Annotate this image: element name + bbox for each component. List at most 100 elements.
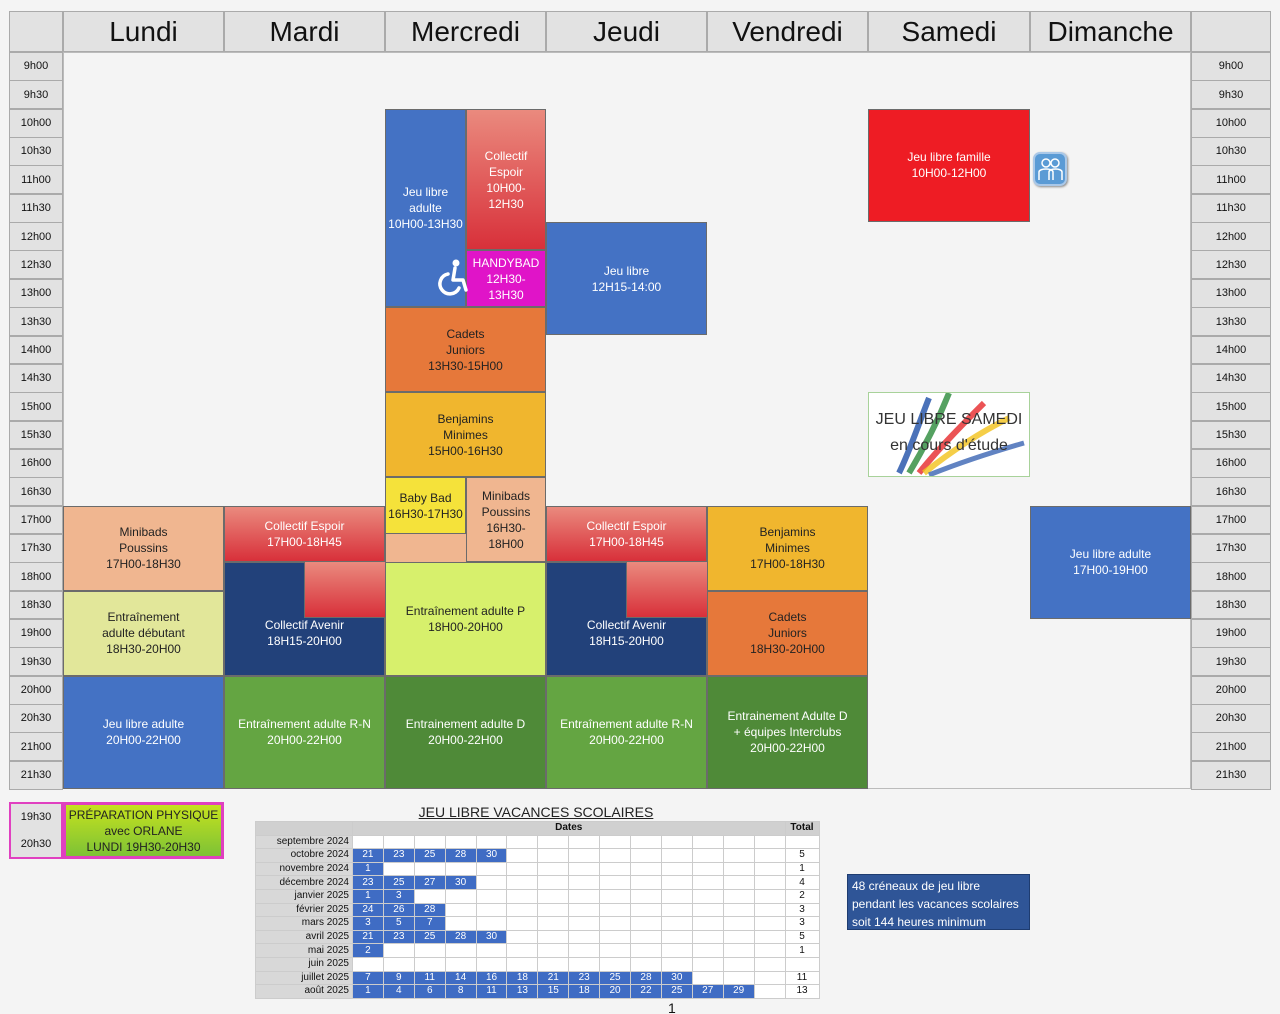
- date-cell: [537, 916, 570, 931]
- date-cell: 1: [352, 984, 384, 999]
- date-cell: 23: [382, 848, 415, 863]
- date-cell: [413, 888, 446, 904]
- time-label-left: 21h00: [9, 732, 63, 762]
- event-text-line: 20H00-22H00: [428, 733, 503, 748]
- collectif-espoir-overlap: [626, 562, 707, 619]
- date-cell: 25: [413, 848, 446, 863]
- time-label-right: 11h00: [1191, 165, 1271, 195]
- summary-line-1: 48 créneaux de jeu libre: [852, 879, 981, 893]
- day-header-mardi: Mardi: [224, 11, 385, 52]
- date-cell: [352, 956, 384, 972]
- time-label-left: 18h00: [9, 562, 63, 592]
- date-cell: 28: [630, 970, 662, 986]
- date-cell: 13: [506, 984, 539, 999]
- month-label: mai 2025: [255, 943, 353, 958]
- date-cell: 29: [722, 984, 755, 999]
- date-cell: [630, 848, 662, 863]
- event-fri-entrainement-d[interactable]: Entrainement Adulte D+ équipes Interclub…: [707, 675, 868, 790]
- date-cell: [630, 834, 662, 850]
- date-cell: [722, 902, 755, 918]
- date-cell: [444, 902, 477, 918]
- date-cell: [660, 916, 693, 931]
- event-text-line: Juniors: [768, 626, 807, 641]
- samedi-logo-line2: en cours d'étude: [890, 437, 1008, 454]
- date-cell: [660, 943, 693, 958]
- time-label-right: 9h00: [1191, 52, 1271, 81]
- date-cell: [630, 888, 662, 904]
- date-cell: 23: [352, 875, 384, 890]
- date-cell: [599, 834, 632, 850]
- date-cell: [506, 943, 539, 958]
- time-label-left: 20h30: [9, 704, 63, 733]
- time-label-right: 21h00: [1191, 732, 1271, 762]
- time-label-left: 12h00: [9, 222, 63, 251]
- date-cell: [382, 861, 415, 877]
- date-cell: [630, 956, 662, 972]
- event-text-line: Entraînement adulte P: [405, 603, 526, 618]
- time-label-left: 9h30: [9, 80, 63, 110]
- date-cell: [413, 861, 446, 877]
- event-text-line: 15H00-16H30: [428, 443, 503, 458]
- total-cell: 13: [784, 984, 820, 999]
- event-text-line: Juniors: [446, 342, 485, 357]
- date-cell: [568, 888, 601, 904]
- event-text-line: Minimes: [765, 541, 810, 556]
- date-cell: 1: [352, 888, 384, 904]
- date-cell: [753, 970, 786, 986]
- time-label-left: 18h30: [9, 590, 63, 620]
- event-text-line: Jeu libre adulte: [102, 717, 185, 732]
- date-cell: [568, 834, 601, 850]
- event-text-line: 18H30-20H00: [106, 642, 181, 657]
- date-cell: [444, 861, 477, 877]
- month-label: juin 2025: [255, 956, 353, 972]
- total-cell: 5: [784, 848, 820, 863]
- time-label-right: 19h30: [1191, 647, 1271, 677]
- month-label: août 2025: [255, 984, 353, 999]
- date-cell: [444, 956, 477, 972]
- header-total: Total: [784, 821, 820, 836]
- date-cell: 11: [413, 970, 446, 986]
- date-cell: 6: [413, 984, 446, 999]
- event-text-line: Collectif Avenir: [586, 617, 667, 632]
- day-header-lundi: Lundi: [63, 11, 224, 52]
- time-label-right: 10h00: [1191, 108, 1271, 138]
- time-label-left: 17h30: [9, 533, 63, 563]
- month-label: avril 2025: [255, 929, 353, 945]
- date-cell: [660, 929, 693, 945]
- date-cell: [475, 943, 508, 958]
- date-cell: [413, 956, 446, 972]
- date-cell: [753, 902, 786, 918]
- time-label-left: 15h30: [9, 420, 63, 450]
- date-cell: [537, 834, 570, 850]
- header-blank: [255, 821, 353, 836]
- date-cell: [444, 943, 477, 958]
- event-text-line: 17H00-18H30: [750, 557, 825, 572]
- samedi-logo-box: JEU LIBRE SAMEDI en cours d'étude: [868, 392, 1030, 477]
- date-cell: [599, 956, 632, 972]
- time-label-left: 20h00: [9, 675, 63, 705]
